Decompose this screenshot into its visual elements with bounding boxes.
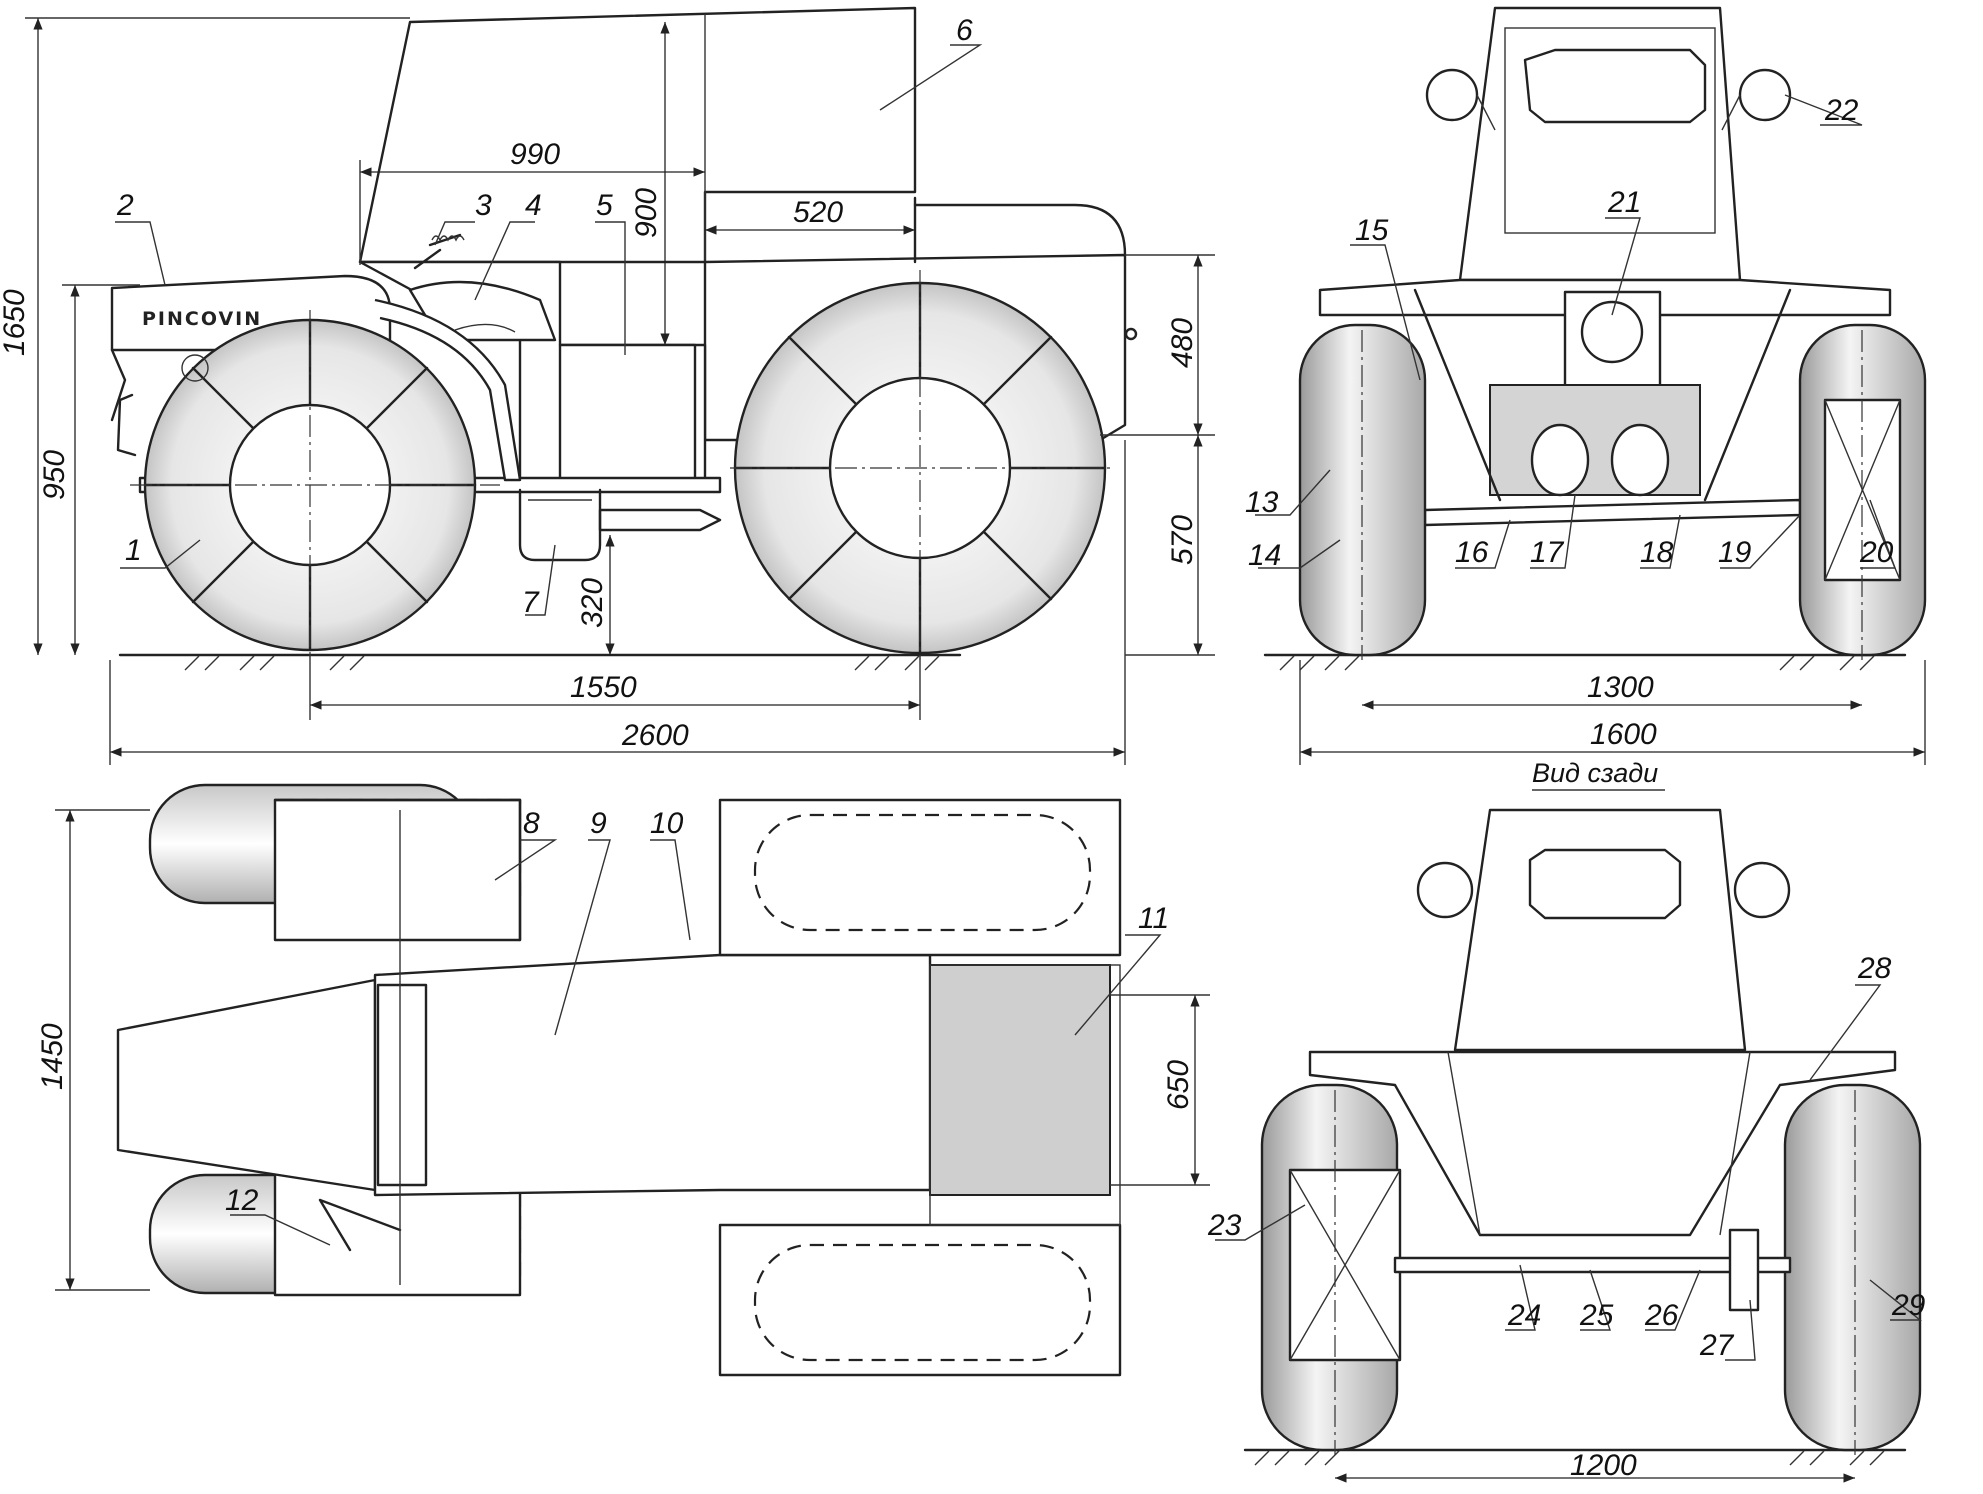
dim-480: 480 — [1166, 318, 1199, 368]
callout-15: 15 — [1355, 214, 1389, 247]
callout-16: 16 — [1455, 536, 1489, 569]
side-dimensions — [25, 17, 1215, 765]
front-axle — [1423, 498, 1802, 527]
dim-1550: 1550 — [570, 671, 637, 704]
battery-box — [558, 343, 697, 492]
callout-17: 17 — [1530, 536, 1565, 569]
dim-1600: 1600 — [1590, 718, 1657, 751]
rear-view-caption: Вид сзади — [1532, 758, 1658, 788]
callout-29: 29 — [1891, 1289, 1926, 1322]
mirror-left — [1425, 68, 1479, 122]
brand-label: PINCOVIN — [142, 308, 262, 330]
dim-1300: 1300 — [1587, 671, 1654, 704]
callout-9: 9 — [590, 807, 607, 840]
callout-19: 19 — [1718, 536, 1752, 569]
callout-2: 2 — [116, 189, 134, 222]
drawbar — [598, 508, 722, 532]
dim-570: 570 — [1166, 515, 1199, 565]
headlight — [1580, 300, 1644, 364]
dim-520: 520 — [793, 196, 843, 229]
callout-3: 3 — [475, 189, 492, 222]
callout-7: 7 — [522, 586, 540, 619]
callout-4: 4 — [525, 189, 542, 222]
callout-11: 11 — [1138, 902, 1169, 935]
callout-1: 1 — [125, 534, 142, 567]
rear-mirror-right — [1733, 861, 1791, 919]
front-windscreen — [1523, 48, 1707, 124]
top-windscreen — [376, 983, 428, 1187]
callout-20: 20 — [1859, 536, 1894, 569]
dim-1200: 1200 — [1570, 1449, 1637, 1482]
ground-hatch — [184, 655, 940, 671]
callout-12: 12 — [225, 1184, 259, 1217]
dim-2600: 2600 — [621, 719, 689, 752]
rear-float-bottom — [718, 1223, 1122, 1377]
callout-24: 24 — [1507, 1299, 1541, 1332]
callout-13: 13 — [1245, 486, 1279, 519]
rear-axle — [1393, 1256, 1792, 1274]
front-wheel — [143, 298, 522, 652]
rear-mirror-left — [1416, 861, 1474, 919]
callout-23: 23 — [1207, 1209, 1242, 1242]
dim-1450: 1450 — [36, 1023, 69, 1090]
engine-block — [1489, 384, 1701, 496]
dim-990: 990 — [510, 138, 560, 171]
front-wheel-frame-top — [273, 798, 522, 942]
dim-950: 950 — [38, 450, 71, 500]
dim-650: 650 — [1162, 1060, 1195, 1110]
rear-box — [929, 964, 1111, 1196]
top-view: 1450 650 8 9 10 11 12 — [36, 783, 1210, 1377]
rear-handrail — [913, 203, 1127, 257]
step — [518, 488, 602, 562]
nose — [116, 978, 377, 1192]
callout-5: 5 — [596, 189, 613, 222]
front-mudguard — [374, 298, 522, 482]
dim-900: 900 — [630, 188, 663, 238]
dim-320: 320 — [576, 578, 609, 628]
callout-25: 25 — [1579, 1299, 1614, 1332]
callout-26: 26 — [1644, 1299, 1679, 1332]
callout-18: 18 — [1640, 536, 1674, 569]
rear-tyre-right — [1783, 1083, 1922, 1452]
mirror-right — [1738, 68, 1792, 122]
hull-top — [373, 953, 932, 1197]
callout-27: 27 — [1699, 1329, 1735, 1362]
rear-view: Вид сзади 1200 — [1207, 758, 1926, 1483]
front-view: 1300 1600 15 21 22 13 14 16 17 18 19 20 — [1245, 6, 1927, 765]
callout-6: 6 — [956, 14, 973, 47]
callout-8: 8 — [523, 807, 540, 840]
rear-window — [1528, 848, 1682, 920]
callout-21: 21 — [1607, 186, 1641, 219]
dim-1650: 1650 — [0, 289, 31, 356]
rear-cab — [1453, 808, 1747, 1052]
side-view: PINCOVIN 1650 950 990 900 — [0, 6, 1215, 765]
rear-float-top — [718, 798, 1122, 957]
callout-10: 10 — [650, 807, 684, 840]
callout-22: 22 — [1824, 94, 1859, 127]
callout-14: 14 — [1248, 539, 1281, 572]
callout-28: 28 — [1857, 952, 1892, 985]
